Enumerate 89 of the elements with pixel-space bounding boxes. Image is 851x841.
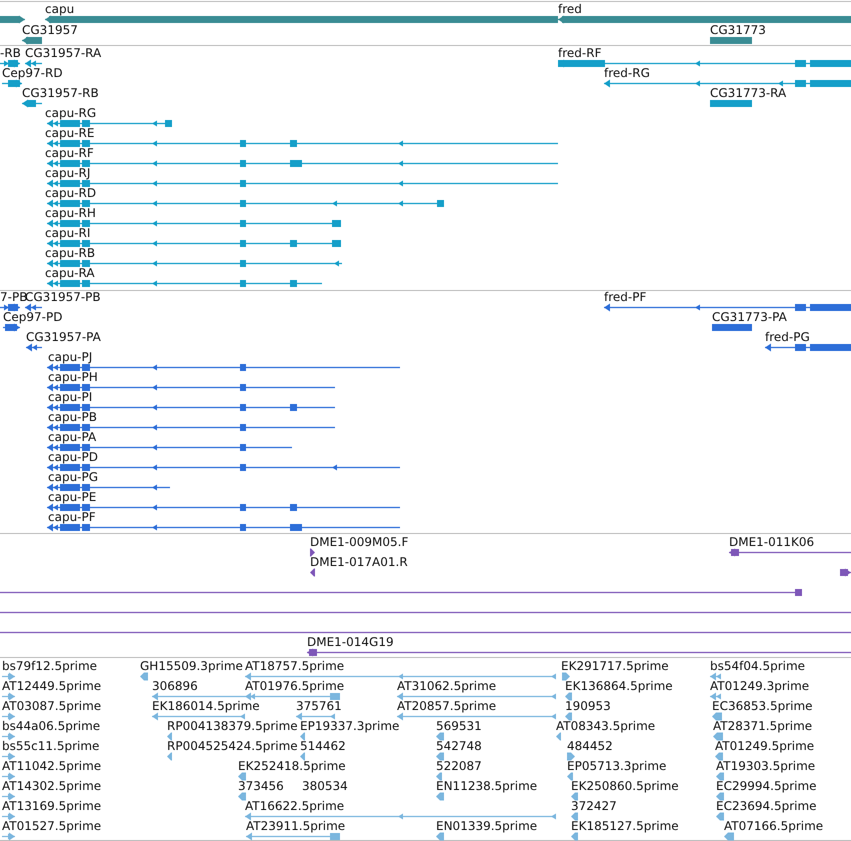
feature-label: 569531 (436, 719, 482, 733)
feature-label: capu-RE (45, 126, 94, 140)
feature-label: EK252418.5prime (238, 759, 346, 773)
feature-label: EC23694.5prime (716, 799, 817, 813)
feature-label: capu-PJ (48, 350, 92, 364)
feature-label: AT01527.5prime (2, 819, 102, 833)
feature-label: AT28371.5prime (713, 719, 812, 733)
feature-label: capu-RF (45, 146, 94, 160)
feature-label: capu-PA (48, 430, 96, 444)
feature-label: 373456 (238, 779, 284, 793)
feature-label: bs55c11.5prime (2, 739, 100, 753)
feature-label: DME1-017A01.R (310, 555, 408, 569)
feature-label: AT16622.5prime (245, 799, 344, 813)
feature-label: EP19337.3prime (300, 719, 400, 733)
feature-label: RP004138379.5prime (167, 719, 298, 733)
feature-label: AT14302.5prime (2, 779, 102, 793)
feature-label: CG31773 (710, 23, 766, 37)
feature-label: EK186014.5prime (152, 699, 260, 713)
feature-label: EK136864.5prime (565, 679, 673, 693)
feature-label: EC29994.5prime (716, 779, 817, 793)
feature-label: CG31957-RA (25, 46, 102, 60)
feature-label: EN11238.5prime (436, 779, 538, 793)
feature-label: AT23911.5prime (246, 819, 346, 833)
feature-label: Cep97-RD (2, 66, 63, 80)
feature-label: EC36853.5prime (712, 699, 813, 713)
feature-label: AT20857.5prime (397, 699, 496, 713)
feature-label: capu-PF (48, 510, 96, 524)
feature-label: DME1-011K06 (729, 535, 814, 549)
feature-label: AT13169.5prime (2, 799, 102, 813)
feature-label: capu (45, 2, 74, 16)
feature-label: EK291717.5prime (561, 659, 669, 673)
feature-label: fred-RG (604, 66, 650, 80)
feature-label: CG31773-RA (710, 86, 786, 100)
feature-label: 542748 (436, 739, 482, 753)
feature-label: fred (558, 2, 582, 16)
feature-label: capu-RH (45, 206, 96, 220)
feature-label: capu-PE (48, 490, 96, 504)
feature-label: AT07166.5prime (724, 819, 824, 833)
feature-label: 372427 (571, 799, 617, 813)
feature-label: CG31957-PB (25, 290, 101, 304)
feature-label: AT11042.5prime (2, 759, 102, 773)
feature-label: AT01249.5prime (715, 739, 814, 753)
feature-label: AT18757.5prime (245, 659, 344, 673)
feature-label: capu-PG (48, 470, 98, 484)
feature-label: RP004525424.5prime (167, 739, 298, 753)
feature-label: 306896 (152, 679, 198, 693)
feature-label: -RB (0, 46, 21, 60)
feature-label: capu-PH (48, 370, 98, 384)
feature-label: 522087 (436, 759, 482, 773)
feature-label: Cep97-PD (3, 310, 62, 324)
feature-label: fred-PG (765, 330, 810, 344)
feature-label: capu-RI (45, 226, 90, 240)
feature-label: capu-PI (48, 390, 92, 404)
feature-label: EP05713.3prime (567, 759, 666, 773)
feature-label: 514462 (300, 739, 346, 753)
feature-label: EK185127.5prime (571, 819, 679, 833)
feature-label: bs79f12.5prime (2, 659, 98, 673)
feature-label: EN01339.5prime (436, 819, 538, 833)
feature-label: CG31773-PA (712, 310, 787, 324)
feature-label: capu-RG (45, 106, 96, 120)
feature-label: DME1-014G19 (307, 635, 394, 649)
feature-label: AT31062.5prime (397, 679, 496, 693)
feature-label: AT01249.3prime (710, 679, 810, 693)
feature-label: capu-RB (45, 246, 96, 260)
feature-label: AT08343.5prime (556, 719, 656, 733)
feature-label: AT03087.5prime (2, 699, 102, 713)
feature-label: capu-RJ (45, 166, 90, 180)
feature-label: GH15509.3prime (140, 659, 243, 673)
feature-label: 7-PB (0, 290, 28, 304)
feature-label: bs44a06.5prime (2, 719, 100, 733)
feature-label: DME1-009M05.F (310, 535, 408, 549)
feature-label: 484452 (567, 739, 613, 753)
feature-label: capu-RD (45, 186, 96, 200)
feature-label: bs54f04.5prime (710, 659, 806, 673)
feature-label: EK250860.5prime (571, 779, 679, 793)
feature-label: 380534 (302, 779, 348, 793)
feature-label: AT12449.5prime (2, 679, 102, 693)
feature-label: 190953 (565, 699, 611, 713)
feature-label: AT01976.5prime (245, 679, 344, 693)
feature-label: capu-PD (48, 450, 98, 464)
feature-label: AT19303.5prime (716, 759, 816, 773)
feature-label: capu-PB (48, 410, 97, 424)
feature-label: CG31957-RB (22, 86, 99, 100)
feature-label: CG31957 (22, 23, 78, 37)
feature-label: capu-RA (45, 266, 95, 280)
feature-label: fred-RF (558, 46, 602, 60)
feature-label: fred-PF (604, 290, 646, 304)
feature-label: 375761 (296, 699, 342, 713)
feature-label: CG31957-PA (26, 330, 101, 344)
